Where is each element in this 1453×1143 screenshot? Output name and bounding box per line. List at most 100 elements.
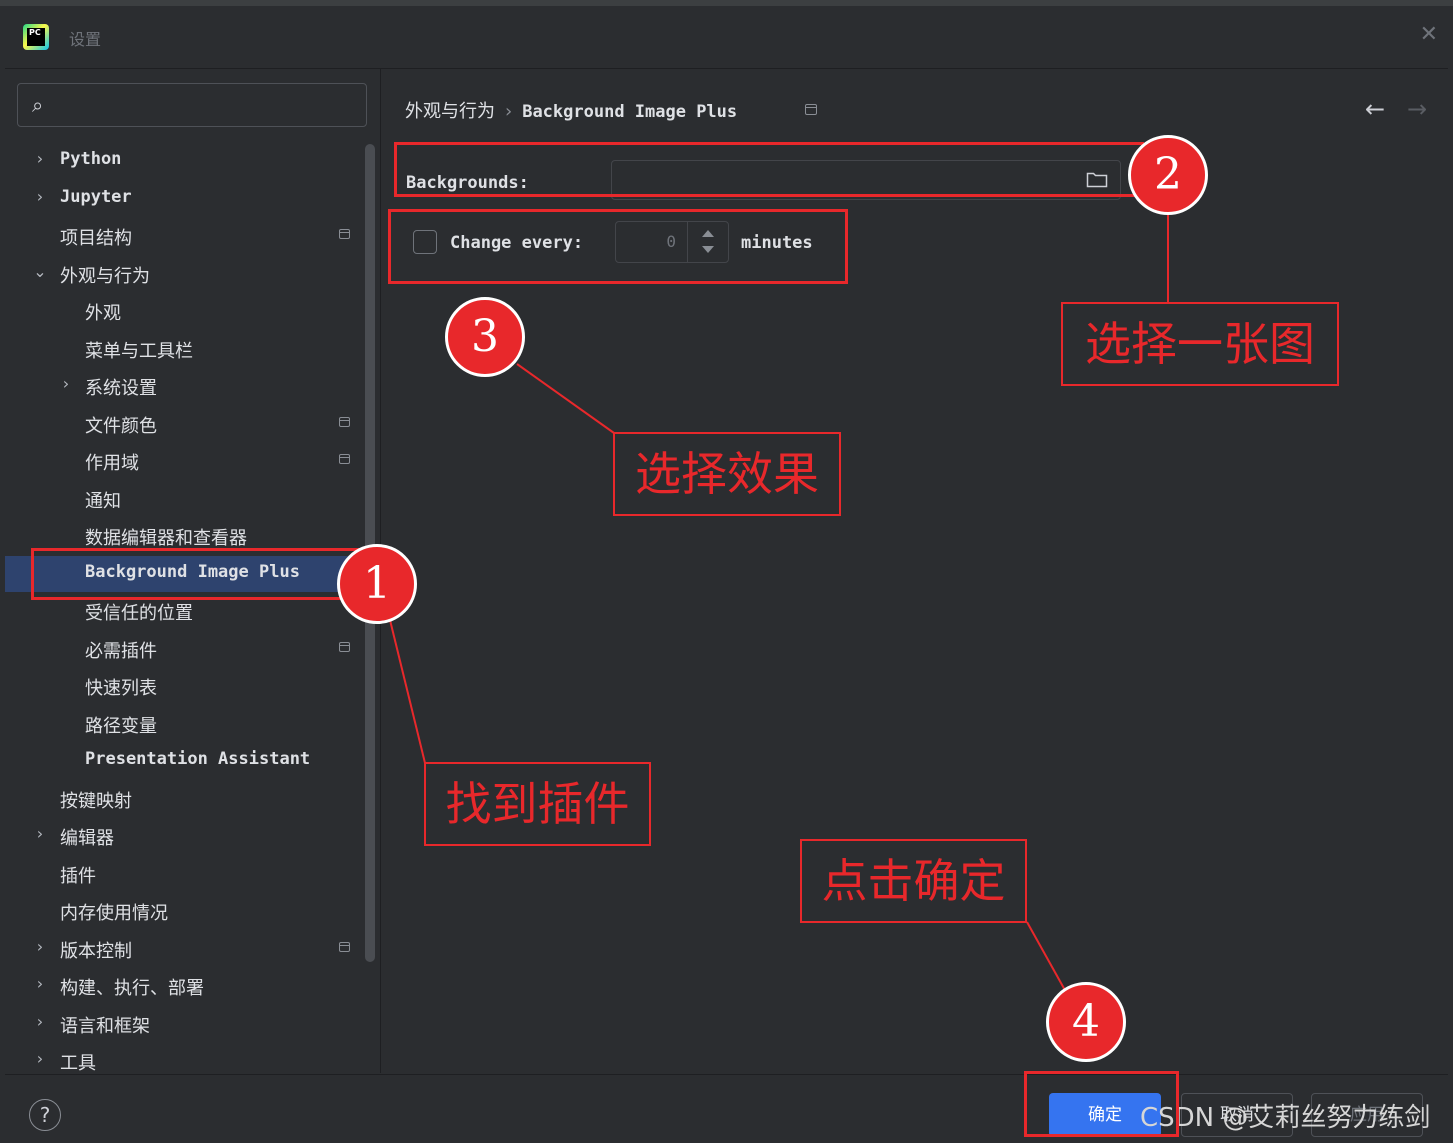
breadcrumb-parent[interactable]: 外观与行为: [405, 101, 495, 122]
chevron-right-icon[interactable]: ›: [36, 974, 44, 993]
project-scope-icon: [339, 941, 350, 952]
sidebar-item[interactable]: ›版本控制: [5, 931, 365, 967]
search-input[interactable]: ⌕: [17, 83, 367, 127]
sidebar-item-label: 系统设置: [85, 378, 157, 399]
sidebar-item[interactable]: 项目结构: [5, 218, 365, 254]
change-every-checkbox[interactable]: [413, 230, 437, 254]
sidebar-item[interactable]: 通知: [5, 481, 365, 517]
sidebar-item-label: 文件颜色: [85, 415, 157, 437]
note-find-plugin: 找到插件: [424, 762, 651, 846]
project-scope-icon: [805, 104, 817, 115]
sidebar-item-label: 项目结构: [60, 228, 132, 249]
sidebar-item-label: 编辑器: [60, 828, 114, 849]
sidebar-item-label: 受信任的位置: [85, 603, 193, 624]
sidebar-item-label: 通知: [85, 490, 121, 512]
close-icon[interactable]: ✕: [1419, 22, 1438, 47]
breadcrumb: 外观与行为›Background Image Plus: [405, 97, 737, 123]
increment-arrow-icon[interactable]: [702, 230, 714, 237]
ok-button[interactable]: 确定: [1049, 1093, 1161, 1137]
chevron-down-icon[interactable]: ⌄: [33, 261, 47, 281]
note-choose-effect: 选择效果: [613, 432, 841, 516]
sidebar-item[interactable]: 外观: [5, 293, 365, 329]
sidebar-item[interactable]: 数据编辑器和查看器: [5, 518, 365, 554]
sidebar-item[interactable]: 内存使用情况: [5, 893, 365, 929]
interval-value: 0: [666, 232, 676, 251]
sidebar-item-label: 内存使用情况: [60, 903, 168, 924]
project-scope-icon: [339, 641, 350, 652]
chevron-right-icon[interactable]: ›: [62, 374, 70, 393]
sidebar-item-label: 快速列表: [85, 678, 157, 699]
highlight-backgrounds-row: [394, 142, 1144, 197]
sidebar-item[interactable]: Presentation Assistant: [5, 743, 365, 779]
chevron-right-icon[interactable]: ›: [36, 1011, 44, 1031]
breadcrumb-current: Background Image Plus: [522, 102, 738, 122]
note-choose-image: 选择一张图: [1061, 302, 1339, 386]
sidebar-item[interactable]: ›构建、执行、部署: [5, 968, 365, 1004]
chevron-right-icon[interactable]: ›: [36, 824, 44, 843]
forward-arrow-icon[interactable]: →: [1407, 95, 1428, 123]
pycharm-logo-icon: PC: [23, 24, 49, 50]
app-icon-text: PC: [27, 28, 45, 46]
sidebar-item-label: Jupyter: [60, 186, 132, 207]
sidebar-item-label: 语言和框架: [60, 1015, 150, 1037]
sidebar-item-label: 作用域: [85, 453, 139, 474]
dialog-footer: ? 确定 取消 应用 CSDN @艾莉丝努力练剑: [5, 1074, 1448, 1143]
help-icon[interactable]: ?: [29, 1099, 61, 1131]
sidebar-item[interactable]: 按键映射: [5, 781, 365, 817]
sidebar-item[interactable]: ›Python: [5, 143, 365, 179]
sidebar-item[interactable]: 作用域: [5, 443, 365, 479]
sidebar-item[interactable]: › 系统设置: [5, 368, 365, 404]
sidebar-item-label: 数据编辑器和查看器: [85, 528, 247, 549]
sidebar-item[interactable]: ⌄ 外观与行为: [5, 256, 365, 292]
sidebar-item[interactable]: › Jupyter: [5, 181, 365, 217]
settings-content: 外观与行为›Background Image Plus ← → Backgrou…: [381, 69, 1448, 1073]
decrement-arrow-icon[interactable]: [702, 246, 714, 253]
sidebar-item-label: Presentation Assistant: [85, 749, 311, 769]
chevron-right-icon[interactable]: ›: [36, 149, 44, 168]
sidebar-item[interactable]: Background Image Plus: [5, 555, 365, 592]
chevron-right-icon[interactable]: ›: [36, 1049, 44, 1068]
sidebar-item-label: 工具: [60, 1053, 96, 1073]
sidebar-item[interactable]: 受信任的位置: [5, 593, 365, 629]
sidebar-item-label: 路径变量: [85, 715, 157, 737]
sidebar-item-label: 按键映射: [60, 790, 132, 812]
sidebar-item[interactable]: 快速列表: [5, 668, 365, 704]
project-scope-icon: [339, 229, 350, 239]
sidebar-item-label: Background Image Plus: [85, 561, 300, 582]
minutes-label: minutes: [741, 233, 813, 253]
step-badge-4: 4: [1046, 982, 1126, 1062]
sidebar-item[interactable]: 路径变量: [5, 706, 365, 742]
sidebar-item-label: 必需插件: [85, 640, 157, 662]
step-badge-2: 2: [1128, 135, 1208, 215]
window-title: 设置: [69, 30, 102, 49]
sidebar-item[interactable]: › 编辑器: [5, 818, 365, 854]
sidebar-item[interactable]: › 工具: [5, 1043, 365, 1073]
step-badge-3: 3: [445, 297, 525, 377]
chevron-right-icon[interactable]: ›: [36, 936, 44, 956]
background-strip: [0, 0, 1453, 6]
step-badge-1: 1: [337, 544, 417, 624]
sidebar-item-label: 菜单与工具栏: [85, 340, 193, 362]
change-every-label: Change every:: [450, 233, 584, 253]
sidebar-item[interactable]: 必需插件: [5, 631, 365, 667]
watermark: CSDN @艾莉丝努力练剑: [1140, 1103, 1431, 1133]
sidebar-item-label: 外观: [85, 303, 121, 324]
stepper-arrows[interactable]: [687, 222, 728, 262]
sidebar-item[interactable]: › 语言和框架: [5, 1006, 365, 1042]
sidebar-item-label: 外观与行为: [60, 265, 150, 287]
chevron-right-icon[interactable]: ›: [36, 186, 44, 206]
folder-icon[interactable]: [1086, 170, 1108, 188]
apply-button[interactable]: 应用: [1311, 1093, 1423, 1137]
note-click-ok: 点击确定: [800, 839, 1027, 923]
cancel-button[interactable]: 取消: [1181, 1093, 1293, 1137]
sidebar-item[interactable]: 插件: [5, 856, 365, 892]
back-arrow-icon[interactable]: ←: [1365, 95, 1386, 123]
highlight-plugin-row: [31, 548, 361, 600]
sidebar-item[interactable]: 文件颜色: [5, 406, 365, 442]
interval-stepper[interactable]: 0: [615, 221, 729, 263]
backgrounds-label: Backgrounds:: [406, 173, 529, 193]
backgrounds-path-field[interactable]: [611, 160, 1121, 200]
sidebar-item[interactable]: 菜单与工具栏: [5, 331, 365, 367]
